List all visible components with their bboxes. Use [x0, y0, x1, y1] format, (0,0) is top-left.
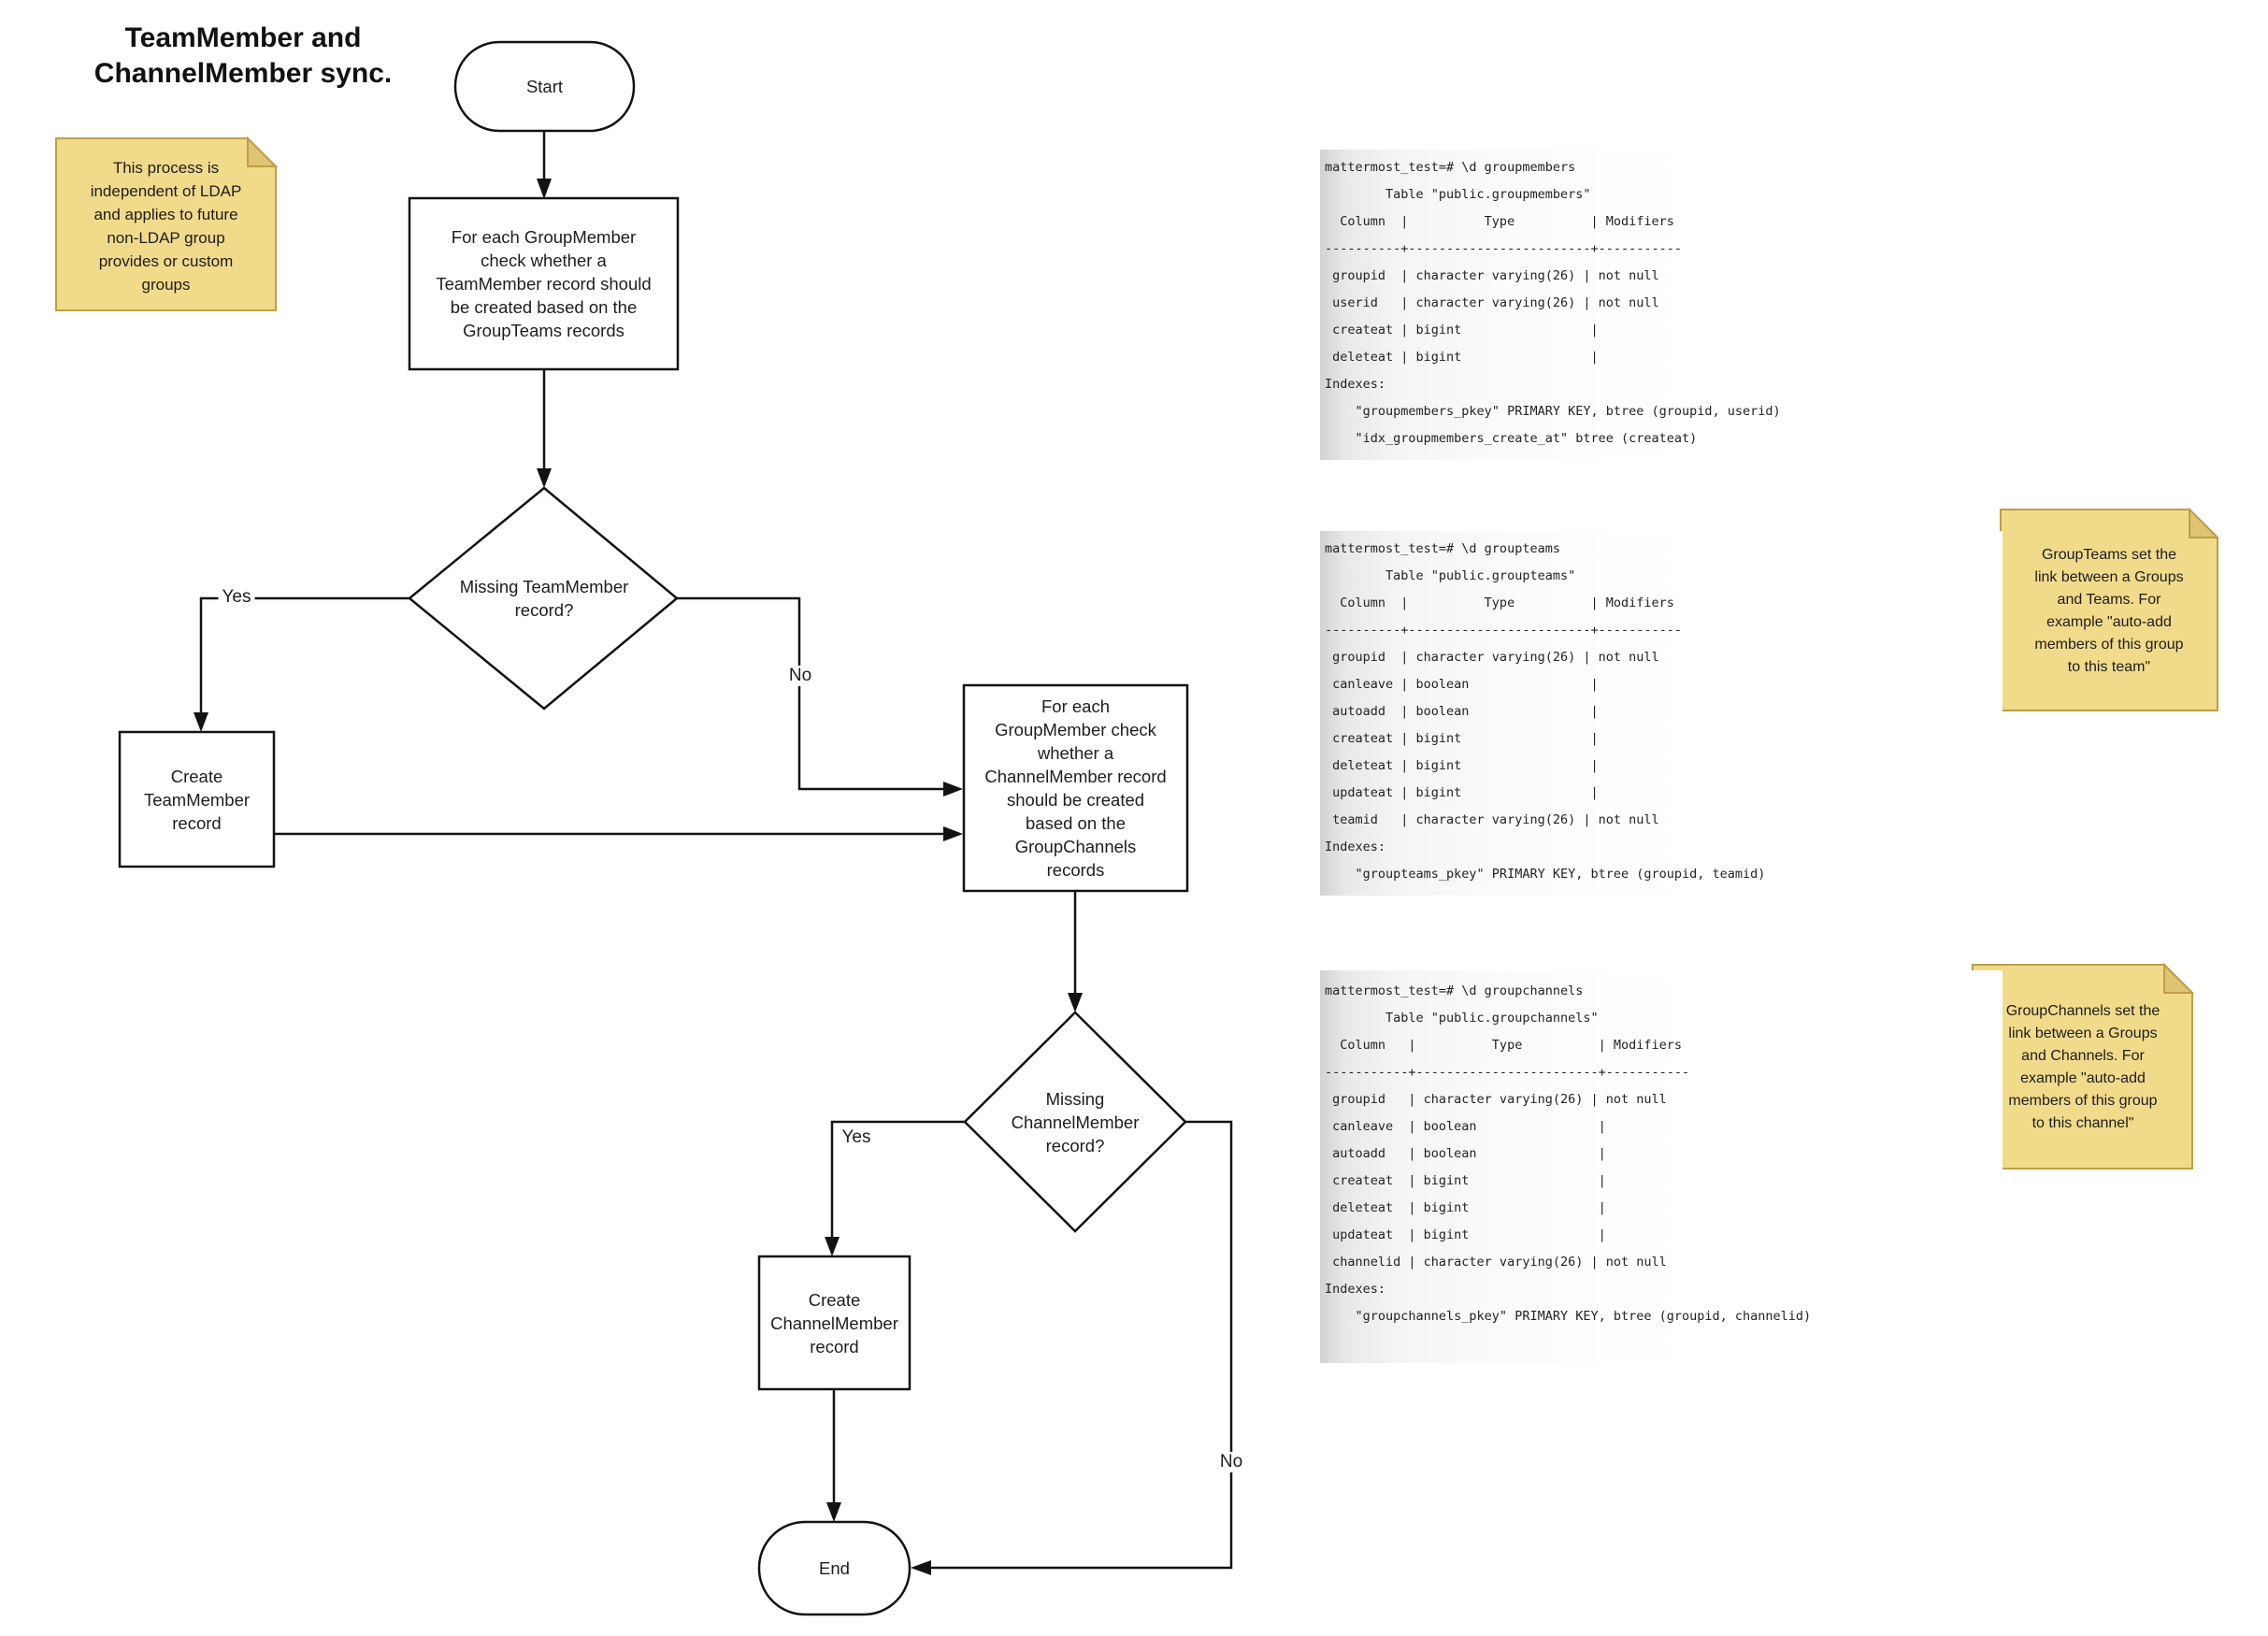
connectors: [199, 132, 1233, 1570]
edge-label-team-no: No: [784, 666, 816, 686]
edge-team-no: [677, 596, 944, 791]
create-teammember-label: Create TeamMember record: [143, 766, 251, 833]
terminal-block-groupmembers: mattermost_test=# \d groupmembers Table …: [1320, 150, 2002, 460]
edge-label-channel-no: No: [1215, 1452, 1247, 1472]
start-node-shape: [453, 40, 636, 133]
sticky-note-ldap-text: This process is independent of LDAP and …: [90, 159, 242, 294]
arrowhead: [537, 179, 552, 199]
sticky-note-groupteams-text: GroupTeams set the link between a Groups…: [2034, 547, 2184, 675]
sticky-note-shapes: [55, 136, 2220, 1170]
page-title: TeamMember and ChannelMember sync.: [93, 22, 393, 89]
end-node-shape: [757, 1520, 912, 1616]
arrowhead: [825, 1237, 840, 1256]
sticky-note-groupchannels-text: GroupChannels set the link between a Gro…: [2005, 1003, 2160, 1131]
sticky-note-ldap-shape: [55, 137, 277, 311]
arrowhead: [943, 826, 963, 841]
nodes: [118, 40, 1189, 1616]
arrowhead: [194, 712, 208, 732]
sticky-note-ldap-fold: [247, 136, 279, 167]
sticky-note-groupteams-fold: [2189, 507, 2220, 538]
edge-label-channel-yes: Yes: [841, 1127, 871, 1147]
arrowhead: [1068, 993, 1083, 1012]
terminal-block-groupteams: mattermost_test=# \d groupteams Table "p…: [1320, 531, 2002, 896]
check-channelmember-label: For each GroupMember check whether a Cha…: [984, 696, 1167, 880]
edge-channel-yes: [830, 1120, 965, 1238]
end-node-label: End: [819, 1558, 850, 1578]
create-channelmember-label: Create ChannelMember record: [770, 1289, 898, 1356]
arrowhead: [537, 468, 552, 488]
arrowhead: [911, 1560, 931, 1575]
create-channelmember-shape: [757, 1255, 912, 1391]
missing-channelmember-label: Missing ChannelMember record?: [1011, 1088, 1140, 1155]
arrowhead: [943, 782, 963, 796]
missing-teammember-diamond: [408, 486, 679, 710]
check-teammember-label: For each GroupMember check whether a Tea…: [436, 227, 652, 340]
edge-label-team-yes: Yes: [218, 587, 255, 608]
start-node-label: Start: [525, 77, 564, 96]
check-teammember-shape: [408, 196, 680, 371]
sticky-note-groupchannels-fold: [2163, 962, 2195, 994]
psql-output-groupteams: mattermost_test=# \d groupteams Table "p…: [1325, 541, 1766, 882]
edge-team-yes: [199, 596, 411, 713]
check-channelmember-shape: [962, 683, 1189, 893]
missing-channelmember-diamond: [963, 1011, 1187, 1233]
arrowhead: [826, 1502, 841, 1522]
psql-output-groupchannels: mattermost_test=# \d groupchannels Table…: [1325, 983, 1812, 1324]
edge-channel-no: [930, 1120, 1233, 1570]
terminal-block-groupchannels: mattermost_test=# \d groupchannels Table…: [1320, 970, 2002, 1363]
create-teammember-shape: [118, 730, 276, 868]
psql-output-groupmembers: mattermost_test=# \d groupmembers Table …: [1325, 160, 1781, 446]
arrowheads: [194, 179, 1083, 1575]
missing-teammember-label: Missing TeamMember record?: [459, 577, 629, 620]
